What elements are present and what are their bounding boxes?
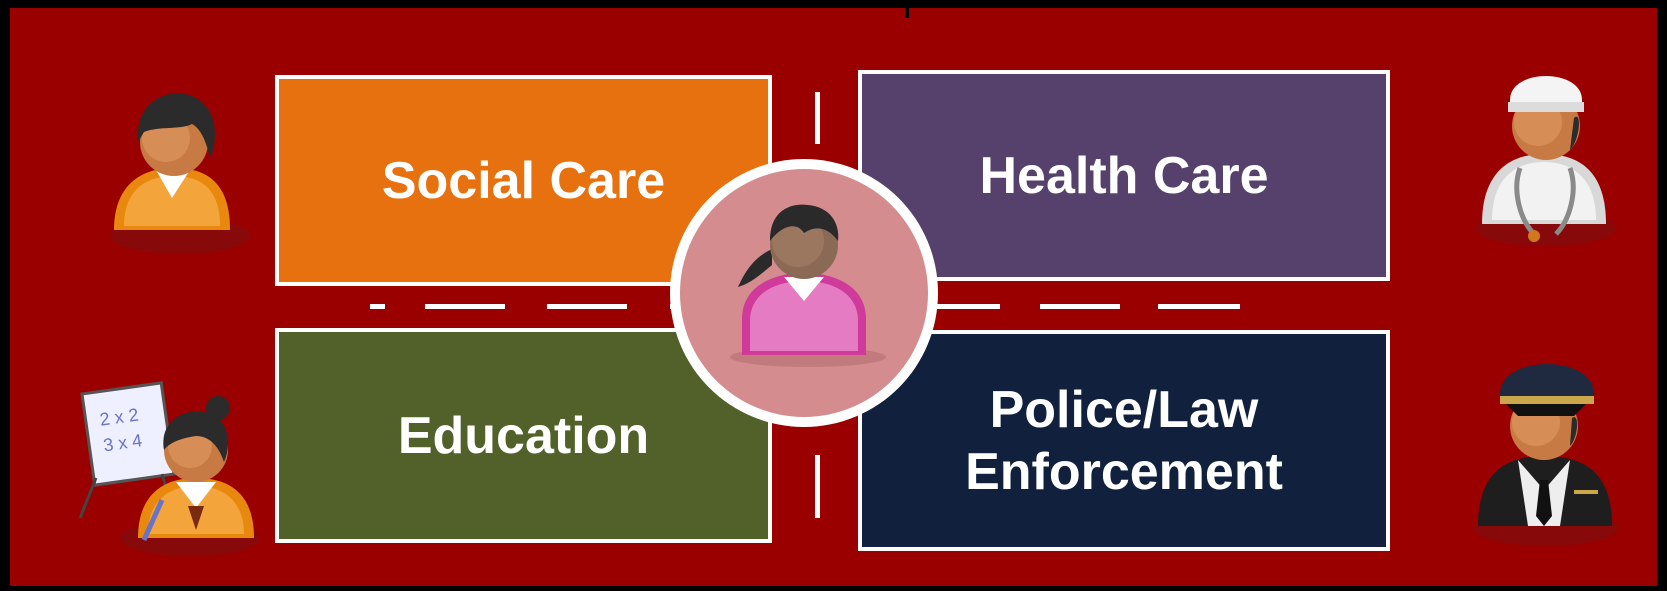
social-care-box: Social Care — [275, 75, 772, 286]
doctor-icon — [1476, 76, 1616, 246]
police-law-enforcement-label: Police/Law Enforcement — [965, 380, 1283, 501]
divider-horizontal-right-1 — [925, 304, 1000, 309]
diagram-panel: Social Care Health Care Education Police… — [10, 8, 1657, 586]
divider-horizontal-left-3 — [547, 304, 627, 309]
health-care-box: Health Care — [858, 70, 1390, 281]
health-care-label: Health Care — [979, 146, 1269, 205]
divider-horizontal-left-1 — [370, 304, 385, 309]
social-worker-icon — [110, 93, 250, 254]
divider-horizontal-right-3 — [1158, 304, 1240, 309]
divider-vertical-top — [815, 92, 820, 144]
divider-vertical-bottom — [815, 455, 820, 518]
police-officer-icon — [1474, 364, 1618, 546]
center-circle — [670, 159, 938, 427]
divider-horizontal-right-2 — [1040, 304, 1120, 309]
police-law-enforcement-box: Police/Law Enforcement — [858, 330, 1390, 551]
top-notch — [905, 8, 909, 18]
divider-horizontal-left-2 — [425, 304, 505, 309]
social-care-label: Social Care — [381, 151, 666, 210]
teacher-icon: 2 x 2 3 x 4 — [78, 381, 260, 556]
child-person-icon — [730, 204, 886, 367]
education-box: Education — [275, 328, 772, 543]
education-label: Education — [397, 406, 650, 465]
